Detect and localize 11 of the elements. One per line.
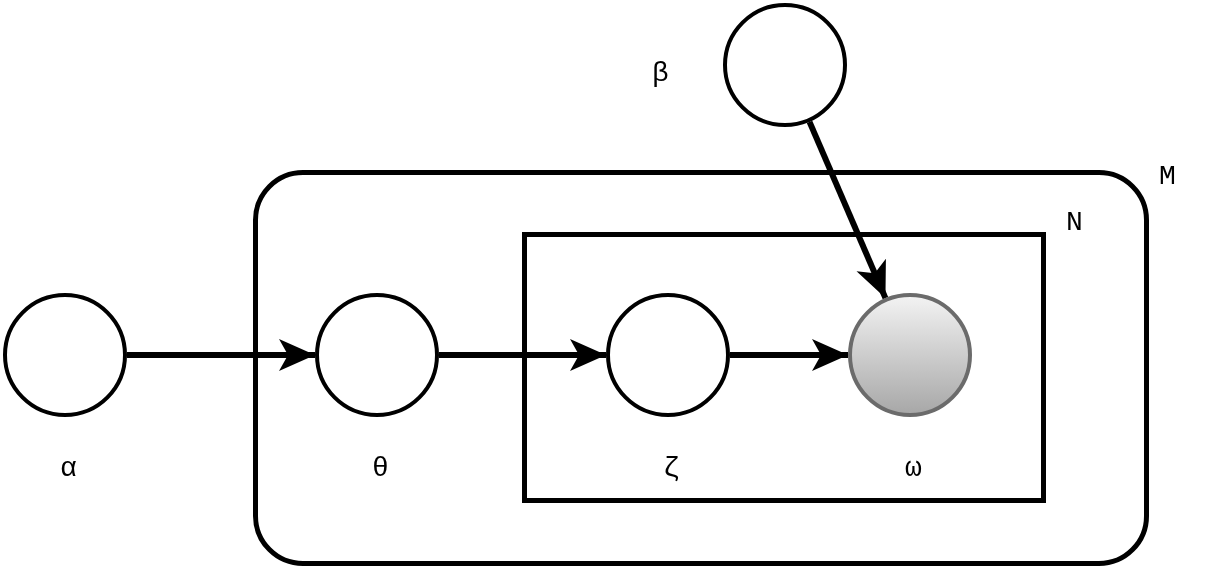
- arrow: [127, 339, 315, 371]
- variable-label: θ: [372, 454, 389, 484]
- variable-label: ζ: [663, 454, 680, 484]
- arrow: [806, 120, 889, 300]
- variable-label: α: [60, 454, 77, 484]
- arrow: [730, 339, 848, 371]
- variable-label: ω: [905, 454, 922, 484]
- arrow: [439, 339, 606, 371]
- plate-label: N: [1066, 208, 1083, 238]
- variable-label: β: [652, 59, 669, 89]
- plate-label: M: [1159, 162, 1176, 192]
